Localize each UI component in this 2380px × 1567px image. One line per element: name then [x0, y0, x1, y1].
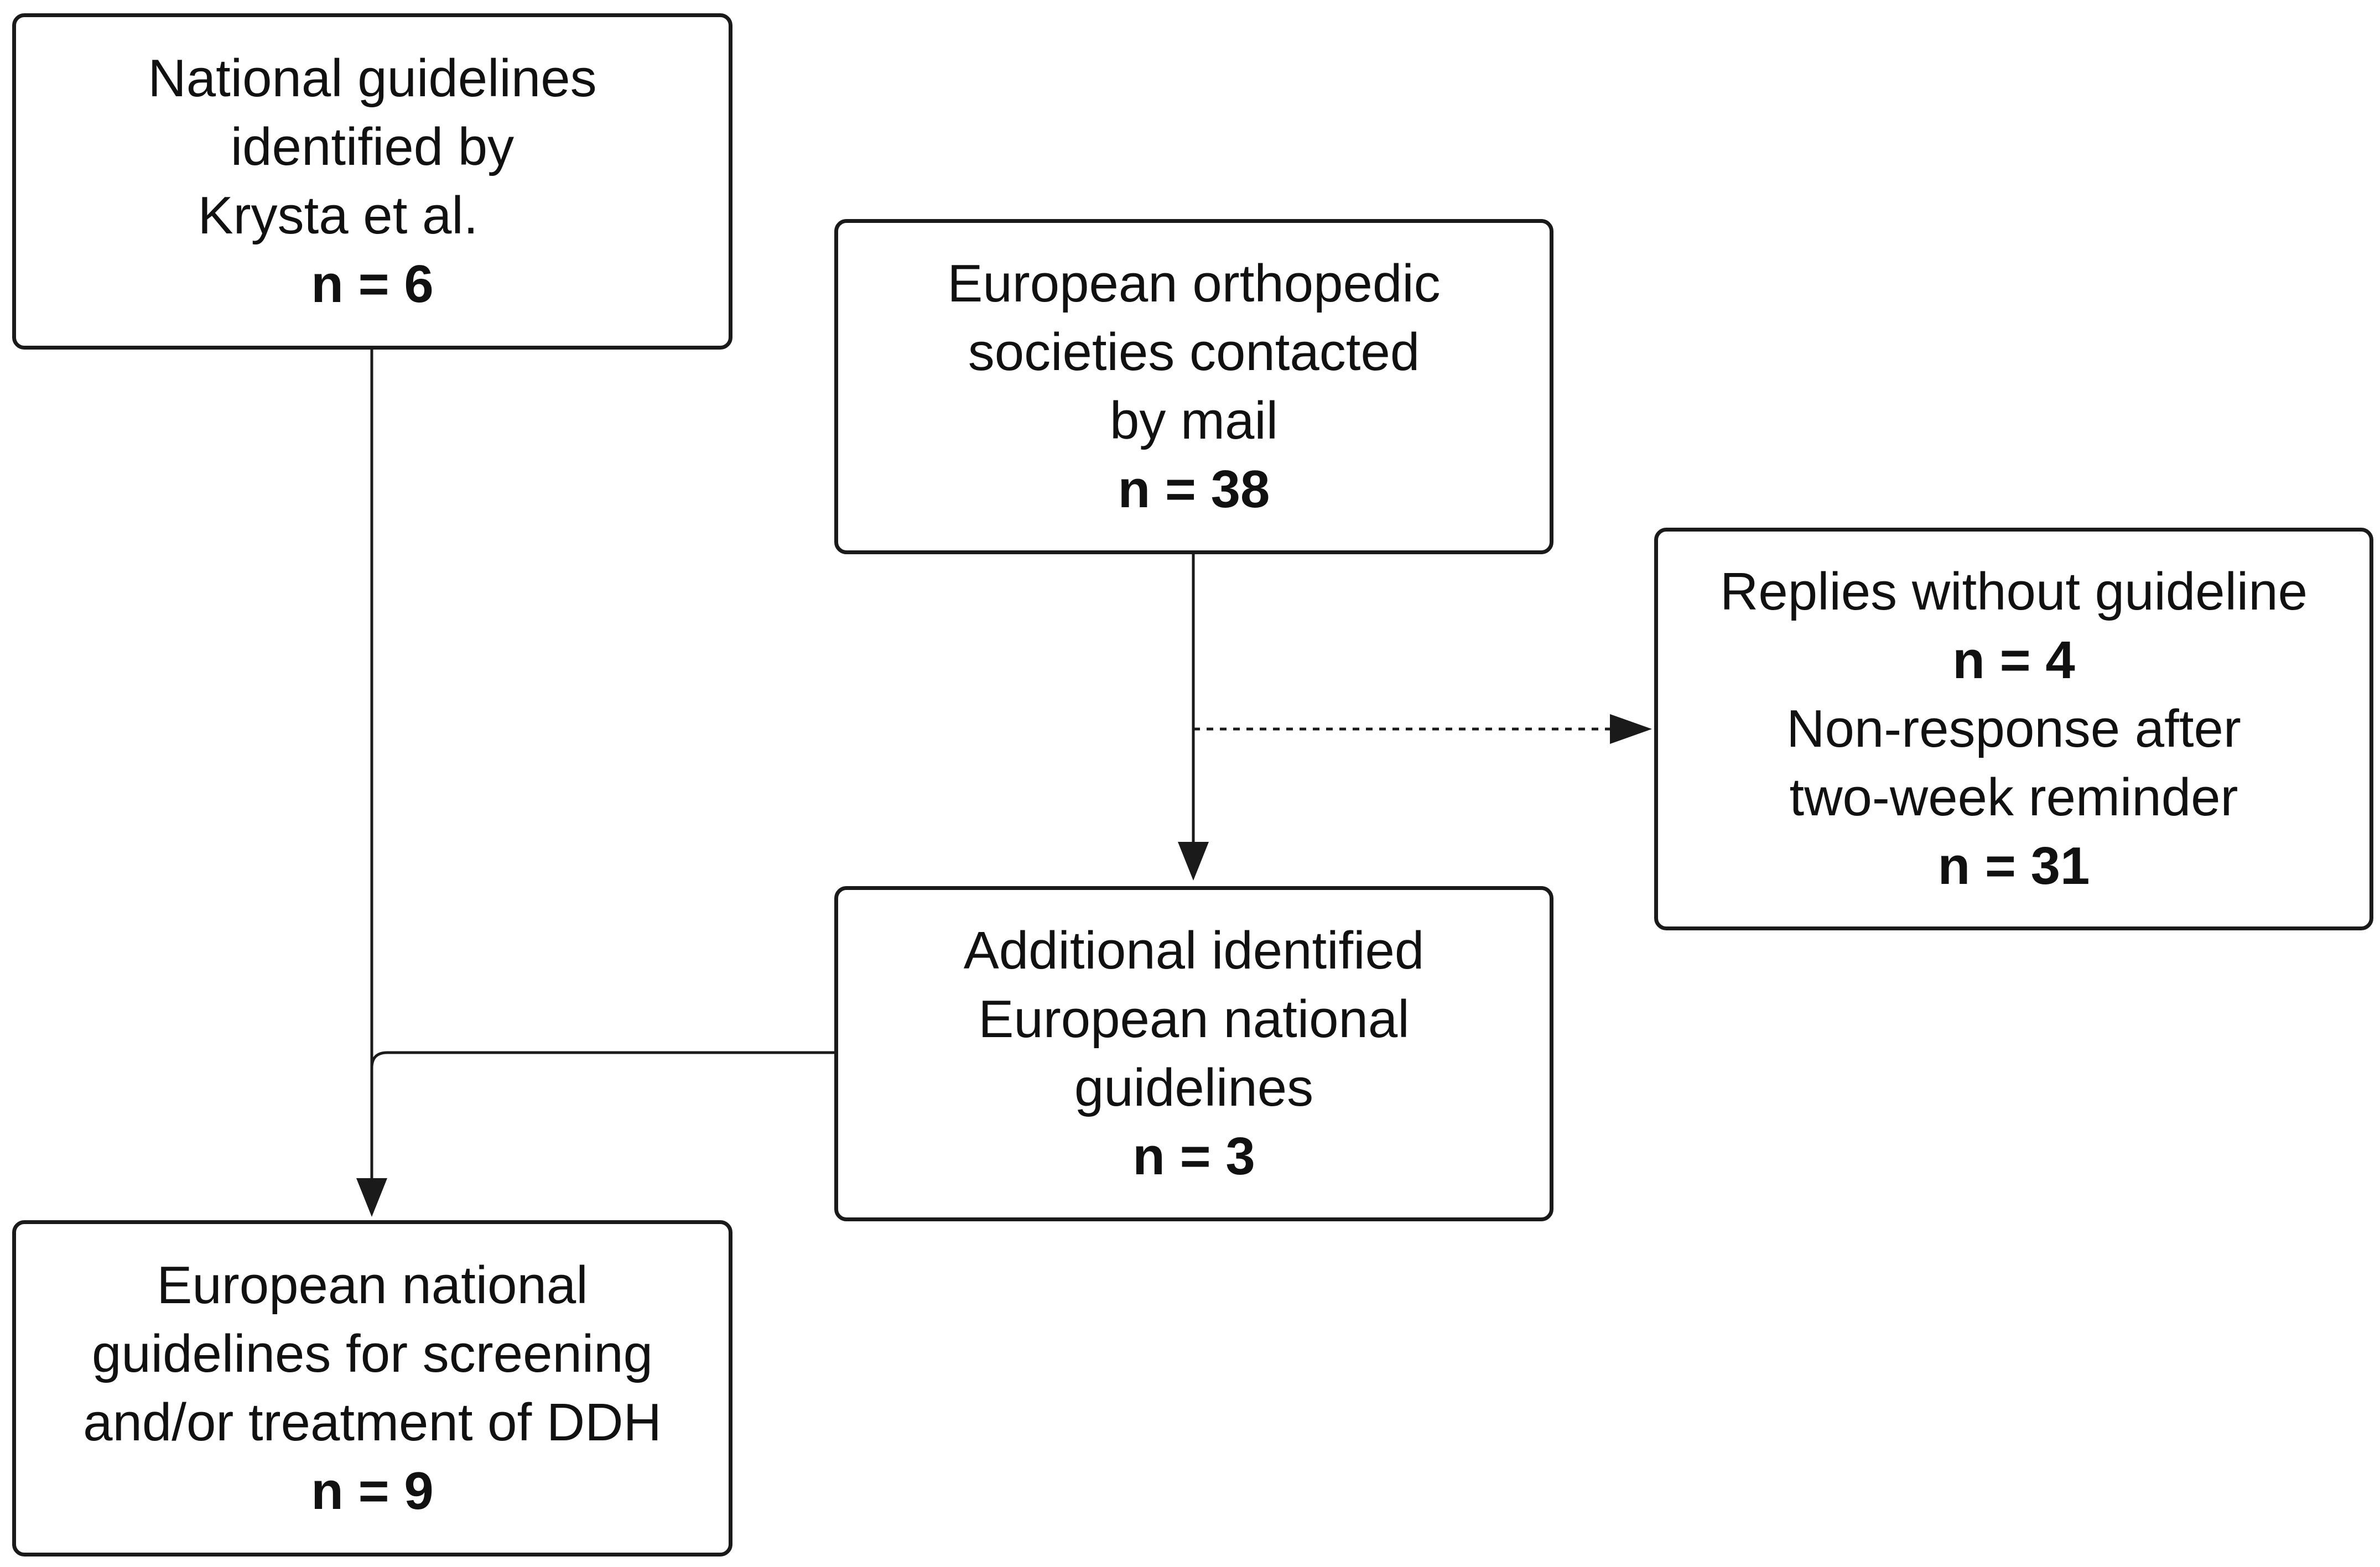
box-additional-line-3: guidelines — [1074, 1058, 1314, 1117]
box-additional-line-1: Additional identified — [963, 921, 1425, 980]
box-replies-nonresponse: Replies without guideline n = 4 Non-resp… — [1654, 528, 2373, 930]
box-replies-count-1: n = 4 — [1952, 631, 2075, 690]
box-final-line-3: and/or treatment of DDH — [83, 1393, 662, 1452]
arrowhead-societies-to-replies — [1610, 714, 1652, 744]
box-replies-count-2: n = 31 — [1937, 836, 2090, 896]
connector-trunk-elbow — [370, 1051, 388, 1069]
box-societies-line-3: by mail — [1109, 391, 1279, 450]
box-krysta-line-1: National guidelines — [148, 49, 597, 108]
box-additional-line-2: European national — [978, 990, 1410, 1049]
box-krysta-line-2: identified by — [230, 117, 515, 176]
arrowhead-societies-to-additional — [1178, 842, 1209, 881]
box-societies-line-2: societies contacted — [968, 322, 1420, 382]
box-replies-line-1: Replies without guideline — [1720, 562, 2308, 621]
box-societies-count: n = 38 — [1118, 460, 1270, 519]
box-additional-count: n = 3 — [1132, 1127, 1255, 1186]
arrowhead-krysta-to-final — [356, 1178, 387, 1217]
box-additional-guidelines: Additional identified European national … — [834, 886, 1553, 1221]
box-final-count: n = 9 — [311, 1461, 434, 1521]
box-krysta-count: n = 6 — [311, 254, 434, 314]
box-final-guidelines: European national guidelines for screeni… — [12, 1220, 732, 1556]
box-societies-contacted: European orthopedic societies contacted … — [834, 219, 1553, 554]
box-krysta-line-3: Krysta et al. — [198, 186, 479, 245]
box-krysta-guidelines: National guidelines identified by Krysta… — [12, 13, 732, 350]
box-final-line-1: European national — [157, 1256, 588, 1315]
box-societies-line-1: European orthopedic — [947, 254, 1441, 313]
box-replies-line-3: two-week reminder — [1789, 768, 2238, 827]
box-replies-line-2: Non-response after — [1786, 699, 2241, 758]
box-final-line-2: guidelines for screening — [92, 1324, 653, 1383]
